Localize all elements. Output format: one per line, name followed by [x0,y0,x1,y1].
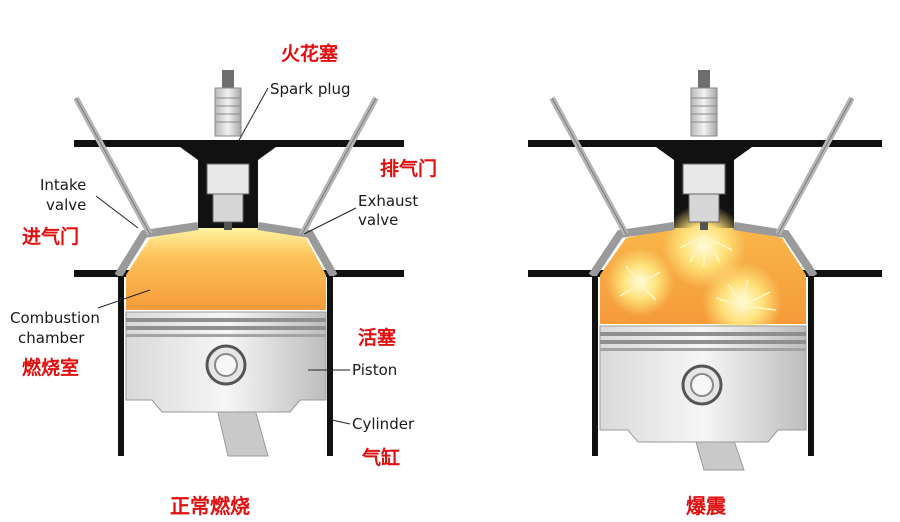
label-spark-plug-zh: 火花塞 [281,43,339,65]
pointer-intake [95,195,139,229]
engine-normal [73,70,404,457]
pointer-cylinder [331,419,351,425]
label-combustion-zh: 燃烧室 [22,357,80,379]
autoignition-zone [606,248,674,316]
piston-ring [126,326,326,330]
label-cylinder-zh: 气缸 [362,447,401,469]
label-intake-zh: 进气门 [22,226,80,248]
chamber-roof-right [257,222,338,278]
piston-ring [126,334,326,337]
label-piston-en: Piston [352,361,398,379]
cylinder-wall-right [808,276,814,456]
label-combustion-en-2: chamber [18,329,85,347]
label-spark-plug-en: Spark plug [270,80,351,98]
chamber-roof-left [114,222,199,279]
label-intake-en-2: valve [46,196,87,214]
pointer-spark-plug [237,87,269,143]
label-combustion-en-1: Combustion [10,309,100,327]
chamber-roof-left [588,222,675,279]
flame-arrows [619,235,777,311]
wrist-pin-hole [214,353,238,377]
chamber-roof-right [733,222,818,279]
caption-knock: 爆震 [686,494,726,518]
exhaust-valve-stem-edge [301,97,377,235]
wrist-pin-hole [690,373,714,397]
exhaust-valve-stem-edge [777,97,853,235]
cylinder-wall-left [118,276,124,456]
cylinder-head-plate [528,140,882,147]
label-intake-en-1: Intake [40,176,87,194]
piston-ring [600,348,806,351]
label-piston-zh: 活塞 [358,327,397,349]
label-exhaust-zh: 排气门 [380,158,438,180]
caption-normal-combustion: 正常燃烧 [170,494,250,518]
cylinder-wall-left [592,276,598,456]
autoignition-zone [702,262,782,342]
cylinder-head-plate [74,140,404,147]
intake-valve-stem-edge [75,97,151,235]
intake-valve-stem-edge [551,97,627,235]
piston-ring [126,318,326,322]
label-exhaust-en-1: Exhaust [358,192,419,210]
pointer-combustion [97,289,151,309]
label-cylinder-en: Cylinder [352,415,415,433]
label-exhaust-en-2: valve [358,211,399,229]
combustion-chamber-charge [126,228,326,310]
spark-plug [682,70,726,230]
cylinder-wall-right [327,276,333,456]
piston-ring [600,332,806,336]
piston-ring [600,340,806,344]
spark-plug [206,70,250,230]
engine-knock [528,70,882,471]
pointer-exhaust [303,207,357,235]
